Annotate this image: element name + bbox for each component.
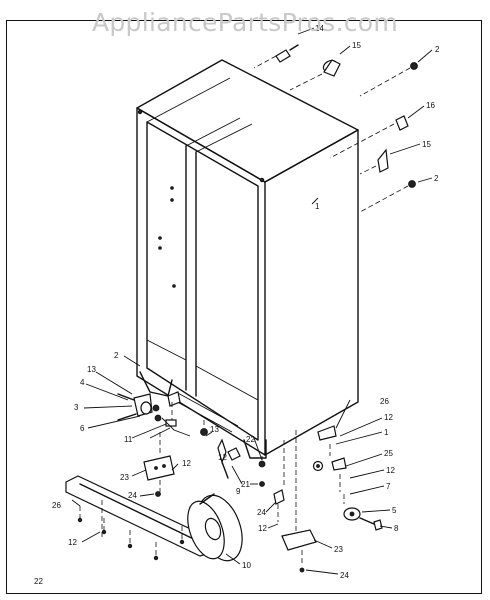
spool-10: [187, 493, 243, 562]
callout-5: 5: [392, 506, 397, 515]
bracket-21-right: [281, 529, 317, 573]
bracket-17: [329, 115, 409, 159]
callout-7: 7: [386, 482, 391, 491]
callout-21: 23: [334, 545, 343, 554]
right-bracket-stack: [312, 425, 383, 531]
callout-9: 9: [236, 487, 241, 496]
callout-12: 12: [386, 466, 395, 475]
callout-17: 16: [426, 101, 435, 110]
page-number: 22: [34, 577, 43, 586]
callout-19: 21: [241, 480, 250, 489]
callout-16: 15: [352, 41, 361, 50]
callout-13: 13: [210, 425, 219, 434]
callout-24: 26: [52, 501, 61, 510]
callout-12: 12: [68, 538, 77, 547]
callout-22: 24: [340, 571, 349, 580]
callout-15: 14: [315, 24, 324, 33]
callout-2: 2: [434, 174, 439, 183]
plug-2-top: [359, 62, 418, 97]
callout-14: 13: [87, 365, 96, 374]
callout-12: 12: [384, 413, 393, 422]
callout-21: 23: [120, 473, 129, 482]
callout-12: 12: [218, 453, 227, 462]
callout-2: 2: [435, 45, 440, 54]
hinge-16: [359, 148, 389, 175]
callout-6: 6: [80, 424, 85, 433]
bracket-21-left: [143, 417, 191, 492]
bushing-16-top: [289, 59, 341, 91]
screw-22-left: [155, 491, 161, 497]
callout-labels: 14 15 2 16 15 2 1 2 13 4 3 6 11 26 12 1 …: [34, 24, 440, 586]
callout-12: 12: [182, 459, 191, 468]
callout-10: 10: [242, 561, 251, 570]
callout-3: 3: [74, 403, 79, 412]
callout-4: 4: [80, 378, 85, 387]
leader-lines: [71, 27, 433, 575]
callout-23: 24: [257, 508, 266, 517]
plug-2-right: [359, 180, 416, 213]
callout-25: 26: [380, 397, 389, 406]
callout-11: 11: [124, 435, 133, 444]
callout-26: 25: [384, 449, 393, 458]
hardware-20-19-23: [258, 430, 297, 532]
callout-1: 1: [384, 428, 389, 437]
cabinet: [136, 59, 359, 459]
callout-22: 24: [128, 491, 137, 500]
roller-assembly-left: [117, 393, 162, 422]
callout-12: 12: [258, 524, 267, 533]
leveling-parts-center: [165, 391, 241, 479]
callout-2: 2: [114, 351, 119, 360]
callout-20: 22: [246, 435, 255, 444]
callout-1: 1: [315, 202, 320, 211]
kickplate-24: [65, 475, 215, 561]
diagram-frame: [6, 20, 482, 594]
callout-8: 8: [394, 524, 399, 533]
screw-15: [253, 44, 299, 69]
callout-16: 15: [422, 140, 431, 149]
